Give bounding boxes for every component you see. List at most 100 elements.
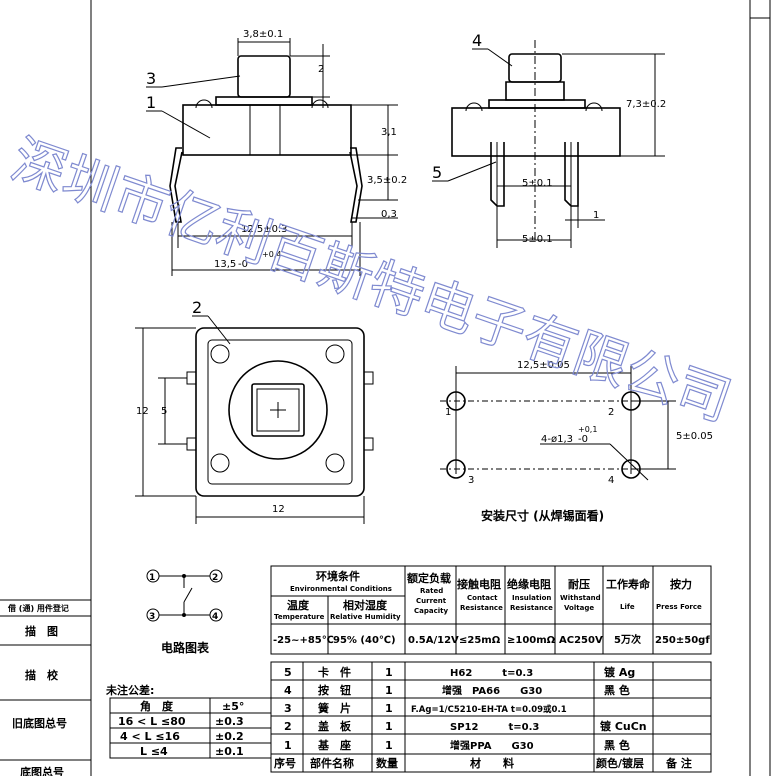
dim-pin-pitch-a: 5±0.1: [522, 178, 553, 189]
node-4: 4: [212, 612, 218, 622]
left-panel: 借 (通) 用件登记 描 图 描 校 旧底图总号 底图总号: [0, 599, 91, 779]
load-en2: Current: [416, 597, 447, 605]
val-hum: 95% (40℃): [333, 635, 396, 646]
bom-qty: 1: [385, 739, 393, 752]
dim-overall-tol-lower: -0: [238, 259, 248, 270]
val-volt: AC250V: [559, 635, 603, 646]
bom-finish: 黑 色: [604, 683, 630, 697]
bom-header-qty: 数量: [376, 756, 398, 770]
bom-name: 簧 片: [318, 701, 351, 715]
callout-2: 2: [192, 298, 202, 317]
load-en1: Rated: [420, 587, 443, 595]
temp-en: Temperature: [274, 613, 325, 621]
bom-qty: 1: [385, 720, 393, 733]
circuit-diagram: 1 2 3 4 电路图表: [146, 569, 223, 655]
bom-header-no: 序号: [274, 756, 296, 770]
bom-header-material: 材 料: [470, 756, 514, 770]
bom-no: 5: [284, 666, 292, 679]
company-watermark: 深圳市亿利百斯特电子有限公司: [4, 128, 739, 434]
dim-pin-thickness: 0,3: [381, 209, 397, 220]
bom-row: 3 簧 片 1 F.Ag=1/C5210-EH-TA t=0.09或0.1: [284, 701, 567, 715]
dim-cap-width: 3,8±0.1: [243, 29, 283, 40]
dim-overall-tol-upper: +0,4: [262, 250, 281, 259]
circuit-caption: 电路图表: [161, 640, 210, 655]
tol-range-3: L ≤4: [140, 745, 168, 758]
ins-cn: 绝缘电阻: [507, 577, 551, 591]
callout-5: 5: [432, 163, 442, 182]
val-ins: ≥100mΩ: [507, 635, 556, 646]
force-cn: 按力: [670, 577, 692, 591]
bom-finish: 黑 色: [604, 738, 630, 752]
ins-en2: Resistance: [510, 604, 553, 612]
dim-top-width: 12: [272, 504, 285, 515]
tol-value-2: ±0.2: [215, 730, 244, 743]
contact-en1: Contact: [467, 594, 498, 602]
dim-pin-width: 1: [593, 210, 599, 221]
tol-range-0: 角 度: [140, 699, 174, 713]
contact-cn: 接触电阻: [457, 577, 501, 591]
ins-en1: Insulation: [512, 594, 551, 602]
dim-top-height: 12: [136, 406, 149, 417]
dim-body-height: 3,1: [381, 127, 397, 138]
bom-no: 3: [284, 702, 292, 715]
val-temp: -25~+85℃: [273, 635, 334, 646]
life-en: Life: [620, 603, 635, 611]
val-force: 250±50gf: [655, 635, 710, 646]
bom-row: 1 基 座 1 增强PPA G30 黑 色: [284, 738, 630, 752]
val-life: 5万次: [614, 633, 641, 646]
bom-header-note: 备 注: [665, 756, 692, 770]
mount-caption: 安装尺寸 (从焊锡面看): [481, 508, 604, 523]
bom-name: 卡 件: [318, 665, 351, 679]
bom-material: SP12 t=0.3: [450, 722, 539, 733]
env-title: 环境条件: [316, 569, 360, 583]
hole-2: 2: [608, 407, 614, 418]
bom-qty: 1: [385, 666, 393, 679]
volt-en2: Voltage: [564, 604, 594, 612]
node-1: 1: [149, 573, 155, 583]
tolerance-table: 未注公差: 角 度 ±5° 16 < L ≤80 ±0.3 4 < L ≤16 …: [105, 683, 272, 759]
node-2: 2: [212, 573, 218, 583]
bom-name: 盖 板: [318, 719, 352, 733]
bom-row: 4 按 钮 1 增强 PA66 G30 黑 色: [284, 683, 630, 697]
callout-4: 4: [472, 31, 482, 50]
bom-header: 序号 部件名称 数量 材 料 颜色/镀层 备 注: [274, 756, 692, 770]
bom-qty: 1: [385, 702, 393, 715]
label-old-number: 旧底图总号: [12, 716, 67, 730]
callout-3: 3: [146, 69, 156, 88]
tol-value-3: ±0.1: [215, 745, 244, 758]
bom-qty: 1: [385, 684, 393, 697]
side-view: 3,8±0.1 2 3,1 3,5±0.2 0,3 12,5±0.3 13,5 …: [146, 29, 407, 276]
bom-material: 增强 PA66 G30: [442, 684, 542, 697]
dim-cap-height: 2: [318, 64, 324, 75]
dim-total-height: 7,3±0.2: [626, 99, 666, 110]
val-load: 0.5A/12V: [408, 635, 459, 646]
load-en3: Capacity: [414, 607, 448, 615]
tol-value-1: ±0.3: [215, 715, 244, 728]
mount-pattern: 12,5±0.05 5±0.05 1 2 3 4 4-ø1,3 +0,1 -0 …: [440, 360, 713, 523]
dim-body-width: 12,5±0.3: [241, 224, 288, 235]
dim-pin-length: 3,5±0.2: [367, 175, 407, 186]
temp-cn: 温度: [287, 598, 310, 612]
bom-table: 5 卡 件 1 H62 t=0.3 镀 Ag 4 按 钮 1 增强 PA66 G…: [270, 661, 712, 773]
node-3: 3: [149, 612, 155, 622]
tol-range-2: 4 < L ≤16: [120, 730, 180, 743]
top-view: 12 5 12 2: [135, 298, 374, 524]
bom-no: 4: [284, 684, 292, 697]
bom-name: 按 钮: [318, 683, 351, 697]
hum-en: Relative Humidity: [330, 613, 401, 621]
label-borrowed: 借 (通) 用件登记: [7, 603, 69, 613]
label-base-number: 底图总号: [20, 765, 64, 776]
tol-range-1: 16 < L ≤80: [118, 715, 186, 728]
spec-table: 环境条件 Environmental Conditions 温度 Tempera…: [270, 565, 712, 655]
val-contact: ≤25mΩ: [459, 635, 501, 646]
hole-4: 4: [608, 475, 614, 486]
env-sub: Environmental Conditions: [290, 585, 392, 593]
force-en: Press Force: [656, 603, 702, 611]
bom-finish: 镀 CuCn: [600, 719, 647, 733]
dim-hole-dia: 4-ø1,3: [541, 434, 573, 445]
dim-hole-tol-lower: -0: [578, 434, 588, 445]
bom-header-finish: 颜色/镀层: [596, 756, 644, 770]
load-cn: 额定负载: [407, 571, 451, 585]
